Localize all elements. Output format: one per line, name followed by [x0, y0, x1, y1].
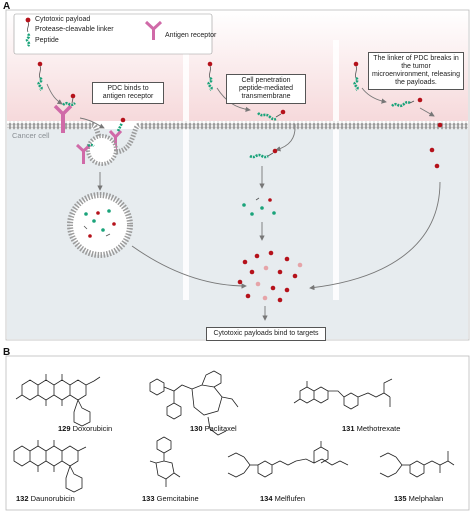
pdc-cleaving	[391, 97, 423, 108]
payload-legend-icon	[25, 17, 31, 23]
arrow	[46, 83, 63, 105]
cancer-cell-label: Cancer cell	[12, 131, 50, 140]
budding-vesicle	[86, 134, 118, 166]
receptor-internalized	[75, 143, 95, 164]
receptor-bound-col1	[53, 93, 76, 133]
legend-receptor-label: Antigen receptor	[165, 32, 217, 39]
panel-a-diagram	[5, 9, 470, 341]
released-fragments-col2	[242, 197, 276, 216]
receptor-in-pit	[108, 117, 126, 150]
column-separator	[333, 40, 339, 300]
legend-linker-label: Protease-cleavable linker	[35, 26, 114, 33]
cell-membrane	[7, 121, 92, 130]
structure-gemcitabine	[149, 436, 181, 487]
pdc-cytoplasm	[249, 148, 278, 159]
arrow	[309, 181, 441, 291]
linker-legend-icon	[27, 21, 29, 33]
peptide-legend-icon	[25, 33, 31, 47]
arrow	[361, 87, 387, 104]
panel-b-frame	[5, 355, 470, 511]
callout-pdc-binds: PDC binds to antigen receptor	[92, 82, 164, 104]
pdc-molecule-col2	[207, 61, 213, 92]
pdc-molecule-col1	[37, 61, 43, 92]
structure-methotrexate	[293, 378, 393, 410]
legend-payload-label: Cytotoxic payload	[35, 16, 91, 23]
pdc-molecule-col3	[353, 61, 359, 92]
callout-cell-penetration: Cell penetration peptide-mediated transm…	[226, 74, 306, 104]
released-payloads-col3	[429, 122, 443, 169]
targets-label: Cytotoxic payloads bind to targets	[206, 327, 326, 341]
drug-label-129: 129 Doxorubicin	[58, 424, 113, 433]
panel-a-label: A	[3, 1, 11, 12]
payload-pool	[237, 250, 303, 303]
pdc-transmembrane	[257, 109, 286, 121]
lysosome-contents	[83, 209, 116, 238]
structure-daunorubicin	[13, 440, 87, 493]
structure-doxorubicin	[15, 374, 101, 427]
drug-label-131: 131 Methotrexate	[342, 424, 401, 433]
drug-label-130: 130 Paclitaxel	[190, 424, 237, 433]
arrow	[131, 245, 247, 289]
arrow	[419, 107, 435, 117]
drug-label-134: 134 Melflufen	[260, 494, 306, 503]
structure-paclitaxel	[149, 370, 239, 436]
legend-peptide-label: Peptide	[35, 37, 59, 44]
endocytic-pit	[91, 122, 141, 155]
arrow	[79, 117, 105, 129]
drug-label-132: 132 Daunorubicin	[16, 494, 75, 503]
structure-melphalan	[379, 451, 455, 478]
lysosome	[67, 192, 133, 258]
drug-label-135: 135 Melphalan	[394, 494, 444, 503]
arrow	[275, 123, 296, 152]
cell-membrane	[140, 121, 468, 130]
receptor-legend-icon	[144, 20, 163, 40]
legend-box	[13, 13, 213, 55]
callout-linker-breaks: The linker of PDC breaks in the tumor mi…	[368, 52, 464, 90]
structure-melflufen	[227, 441, 349, 478]
panel-b-label: B	[3, 347, 11, 358]
column-separator	[183, 40, 189, 300]
drug-label-133: 133 Gemcitabine	[142, 494, 199, 503]
panel-b-structures	[5, 355, 470, 511]
